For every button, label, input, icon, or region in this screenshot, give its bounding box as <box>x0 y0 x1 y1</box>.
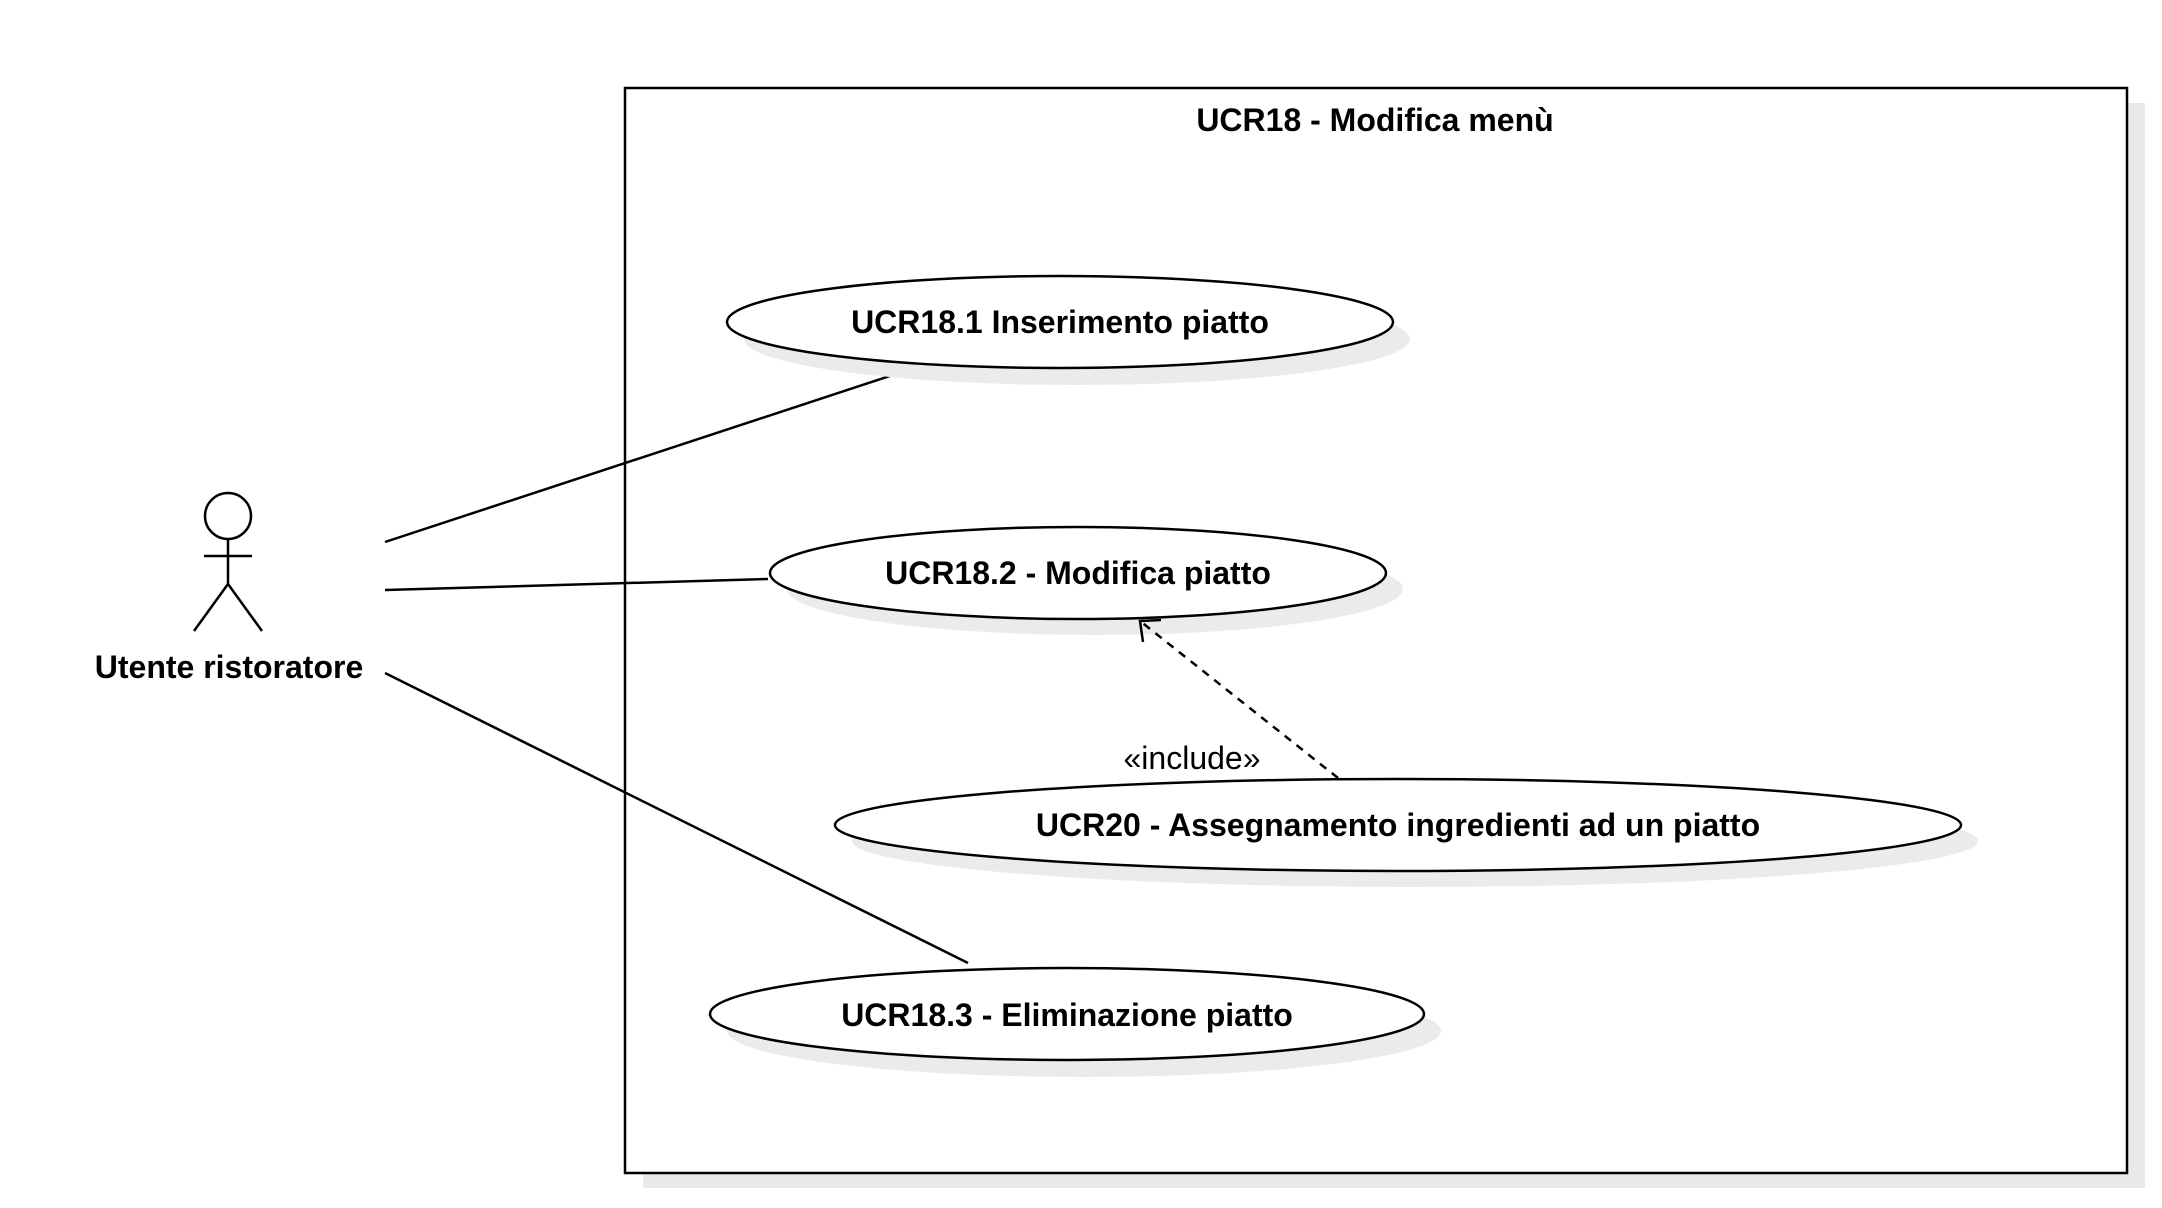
actor-label: Utente ristoratore <box>95 649 364 685</box>
use-case-uc3[interactable]: UCR20 - Assegnamento ingredienti ad un p… <box>833 777 1978 887</box>
include-arrowhead-icon <box>1138 618 1162 643</box>
use-case-uc1[interactable]: UCR18.1 Inserimento piatto <box>725 274 1410 385</box>
include-label: «include» <box>1124 740 1261 776</box>
use-case-uc4-label: UCR18.3 - Eliminazione piatto <box>841 997 1293 1033</box>
association-line-uc1[interactable] <box>384 368 909 544</box>
use-case-uc2-label: UCR18.2 - Modifica piatto <box>885 555 1271 591</box>
include-dependency-line[interactable] <box>1139 620 1339 779</box>
system-title: UCR18 - Modifica menù <box>1196 102 1553 138</box>
use-case-uc1-label: UCR18.1 Inserimento piatto <box>851 304 1269 340</box>
use-case-uc3-ellipse[interactable] <box>833 777 1963 873</box>
use-case-uc2[interactable]: UCR18.2 - Modifica piatto <box>768 525 1403 635</box>
association-line-uc2[interactable] <box>384 577 769 592</box>
association-line-uc4[interactable] <box>384 671 969 965</box>
use-case-uc4-ellipse[interactable] <box>708 966 1426 1062</box>
use-case-uc2-ellipse[interactable] <box>768 525 1388 621</box>
use-case-uc4[interactable]: UCR18.3 - Eliminazione piatto <box>708 966 1441 1077</box>
actor-stick-figure-icon[interactable] <box>192 491 264 632</box>
use-case-uc3-label: UCR20 - Assegnamento ingredienti ad un p… <box>1036 807 1760 843</box>
use-case-uc1-ellipse[interactable] <box>725 274 1395 370</box>
